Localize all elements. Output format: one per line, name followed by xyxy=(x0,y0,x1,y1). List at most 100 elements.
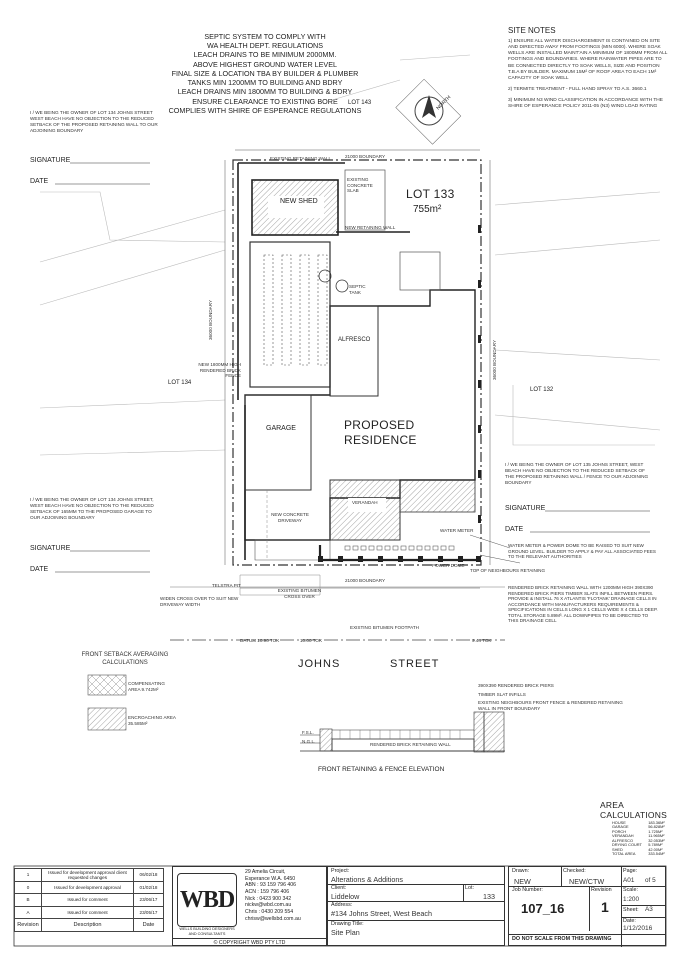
compensating-label: COMPENSATING AREA 9.742m² xyxy=(128,681,165,692)
consent-lot-134-garage: I / WE BEING THE OWNER OF LOT 134 JOHNS … xyxy=(30,497,154,521)
telstra-pit-label: TELSTRA PIT xyxy=(212,583,241,588)
lot-133-label: LOT 133 xyxy=(406,187,455,201)
area-calc-title: AREA CALCULATIONS xyxy=(600,800,667,820)
septic-line: WA HEALTH DEPT. REGULATIONS xyxy=(206,41,324,51)
elevation-existing-fence-label: EXISTING NEIGHBOURS FRONT FENCE & RENDER… xyxy=(478,700,623,711)
drainage-note: RENDERED BRICK RETAINING WALL WITH 1200m… xyxy=(508,585,658,623)
company-logo: WBD xyxy=(177,873,237,927)
elevation-piers-label: 390x390 RENDERED BRICK PIERS xyxy=(478,683,554,688)
client-value: Liddelow xyxy=(331,892,360,901)
boundary-bottom-label: 21000 BOUNDARY xyxy=(345,578,386,583)
proposed-label: PROPOSED xyxy=(344,418,415,432)
boundary-right-label: 36000 BOUNDARY xyxy=(492,339,497,380)
verandah-label: VERANDAH xyxy=(352,500,378,505)
scale-label: Scale: xyxy=(623,887,638,893)
signature-label: SIGNATURE xyxy=(505,505,546,512)
lot-143-label: LOT 143 xyxy=(348,100,372,106)
project-block: Project: Alterations & Additions Client:… xyxy=(327,866,505,946)
drawn-label: Drawn: xyxy=(512,868,530,874)
signature-label: SIGNATURE xyxy=(30,157,71,164)
alfresco-label: ALFRESCO xyxy=(338,337,371,343)
septic-line: ABOVE HIGHEST GROUND WATER LEVEL xyxy=(192,59,338,69)
page-of: of 5 xyxy=(645,877,656,884)
date-value: 1/12/2016 xyxy=(623,925,653,932)
septic-line: FINAL SIZE & LOCATION TBA BY BUILDER & P… xyxy=(171,68,359,78)
job-number-value: 107_16 xyxy=(521,901,565,916)
drawn-value: NEW xyxy=(514,877,531,886)
site-note: 1) ENSURE ALL WATER DISCHARGEMENT IS CON… xyxy=(508,39,668,81)
lot-label: Lot: xyxy=(465,885,474,891)
lot-value: 133 xyxy=(483,892,495,901)
site-note: 3) MINIMUM N3 WIND CLASSIFICATION IN ACC… xyxy=(508,98,663,110)
street-name-johns: JOHNS xyxy=(298,658,341,670)
address-label: Address: xyxy=(331,902,353,908)
encroaching-label: ENCROACHING AREA 35.585m² xyxy=(128,715,176,726)
septic-line: ENSURE CLEARANCE TO EXISTING BORE xyxy=(192,96,338,106)
datum-label: DATUM 10.90 TOK xyxy=(240,638,280,643)
signature-label: SIGNATURE xyxy=(30,545,71,552)
north-label: NORTH xyxy=(435,94,453,112)
copyright: © COPYRIGHT WBD PTY LTD xyxy=(173,938,326,946)
garage-label: GARAGE xyxy=(266,425,296,432)
drawing-title-label: Drawing Title: xyxy=(331,921,364,927)
septic-line: LEACH DRAINS TO BE MINIMUM 2000mm. xyxy=(193,50,337,60)
fsl-label: F.S.L. xyxy=(302,730,314,735)
ngl-label: N.G.L. xyxy=(302,739,316,744)
septic-line: SEPTIC SYSTEM TO COMPLY WITH xyxy=(204,32,326,41)
company-name: WELLS BUILDING DESIGNERS AND CONSULTANTS xyxy=(179,927,235,936)
lot-133-area: 755m² xyxy=(413,204,442,215)
client-label: Client: xyxy=(331,885,347,891)
project-label: Project: xyxy=(331,868,350,874)
water-meter-label: WATER METER xyxy=(440,528,474,533)
existing-crossover-label: EXISTING BITUMEN CROSS OVER xyxy=(277,588,322,599)
scale-value: 1:200 xyxy=(623,896,639,903)
power-dome-label: POWER DOME xyxy=(432,563,465,568)
compensating-swatch xyxy=(87,674,127,696)
date-label: DATE xyxy=(30,178,49,185)
site-note: 2) TERMITE TREATMENT - FULL HAND SPRAY T… xyxy=(508,86,647,92)
tor-label: 9.44 TOK xyxy=(472,638,492,643)
consent-lot-134-retaining: I / WE BEING THE OWNER OF LOT 134 JOHNS … xyxy=(30,110,158,134)
page-value: A01 xyxy=(623,877,635,884)
sheet-label: Sheet: xyxy=(623,907,639,913)
company-block: WBD WELLS BUILDING DESIGNERS AND CONSULT… xyxy=(172,866,327,946)
top-of-wall-note: TOP OF NEIGHBOURS RETAINING xyxy=(470,568,546,573)
revision-label: Revision xyxy=(591,887,612,893)
job-number-label: Job Number: xyxy=(512,887,543,893)
datum-mid-label: 10.00 TOK xyxy=(300,638,323,643)
drawing-title-value: Site Plan xyxy=(331,928,360,937)
north-arrow xyxy=(395,78,462,145)
logo-text: WBD xyxy=(179,887,235,913)
water-meter-note: WATER METER & POWER DOME TO BE RAISED TO… xyxy=(508,543,656,559)
elevation-wall-label: RENDERED BRICK RETAINING WALL xyxy=(370,742,451,747)
widen-crossover-label: WIDEN CROSS OVER TO SUIT NEW DRIVEWAY WI… xyxy=(160,596,239,607)
residence-label: RESIDENCE xyxy=(344,433,417,447)
elevation-slats-label: TIMBER SLAT INFILLS xyxy=(478,692,526,697)
setback-title: FRONT SETBACK AVERAGING CALCULATIONS xyxy=(81,652,169,666)
new-shed-outline xyxy=(251,179,339,236)
new-shed-label: NEW SHED xyxy=(280,198,318,205)
sheet-value: A3 xyxy=(645,906,653,913)
date-label: DATE xyxy=(30,566,49,573)
date-label: DATE xyxy=(505,526,524,533)
lot-132-label: LOT 132 xyxy=(530,387,554,393)
site-notes-title: SITE NOTES xyxy=(508,26,556,35)
page-label: Page: xyxy=(623,868,638,874)
existing-footpath-label: EXISTING BITUMEN FOOTPATH xyxy=(350,625,419,630)
project-value: Alterations & Additions xyxy=(331,875,403,884)
checked-value: NEW/CTW xyxy=(569,877,605,886)
septic-line: COMPLIES WITH SHIRE OF ESPERANCE REGULAT… xyxy=(168,105,362,115)
